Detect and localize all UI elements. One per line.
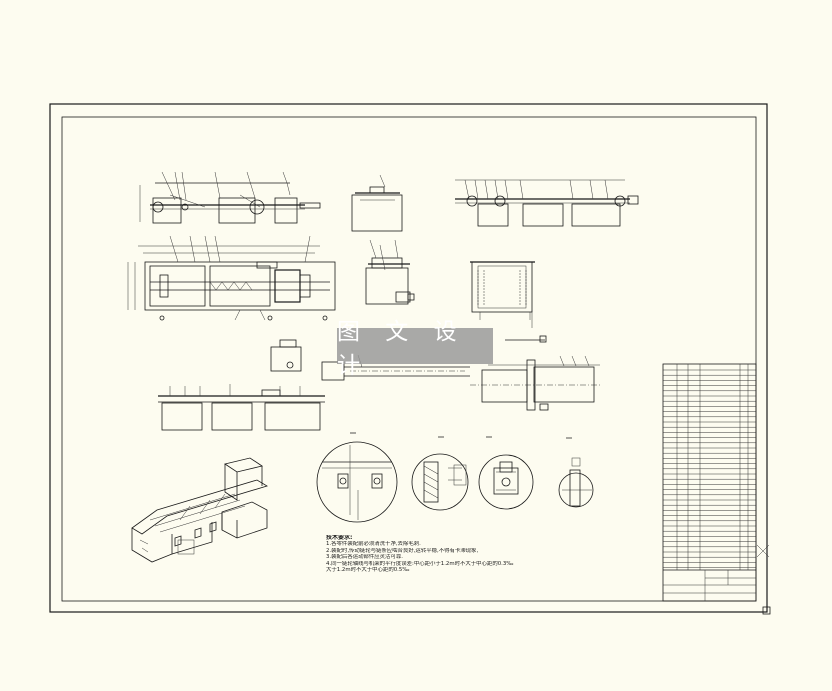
- view-long-shaft: [321, 354, 470, 381]
- detail-b: [411, 453, 469, 511]
- inner-frame: [61, 116, 757, 602]
- isometric-view: [131, 457, 268, 563]
- parts-list-table: [662, 363, 757, 602]
- notes-title: 技术要求:: [326, 535, 353, 541]
- notes-line-5: 大于1.2m时不大于中心距的0.5‰: [326, 567, 410, 574]
- outer-frame: [49, 103, 768, 613]
- view-side-elevation-left: [139, 171, 321, 224]
- detail-c: [478, 454, 534, 510]
- view-end-middle: [365, 239, 415, 305]
- notes-line-4: 4.同一链轮轴线与机架的平行度误差:中心距小于1.2m时不大于中心距的0.3‰: [326, 560, 514, 567]
- notes-line-3: 3.装配后各运动部件应灵活可靠.: [326, 554, 403, 561]
- view-chamber-right: [470, 261, 547, 343]
- notes-line-2: 2.装配时,传动链轮与链条应啮合良好,运转平稳,不得有卡滞现象,: [326, 547, 479, 554]
- technical-notes: 技术要求: 1.各零件装配前必须清洗干净,去除毛刺. 2.装配时,传动链轮与链条…: [326, 535, 626, 573]
- view-side-elevation-right: [455, 179, 639, 227]
- detail-a: [316, 441, 398, 523]
- watermark-banner: 图 文 设 计: [337, 319, 493, 379]
- view-end-top-middle: [351, 174, 403, 232]
- view-long-shaft-right: [470, 355, 600, 411]
- detail-labels: [350, 432, 572, 439]
- notes-line-1: 1.各零件装配前必须清洗干净,去除毛刺.: [326, 541, 421, 548]
- detail-d: [558, 457, 594, 508]
- view-plan-left: [127, 235, 336, 321]
- corner-mark: [762, 606, 771, 615]
- view-lower-elevation-left: [158, 384, 325, 431]
- view-small-box: [270, 339, 302, 372]
